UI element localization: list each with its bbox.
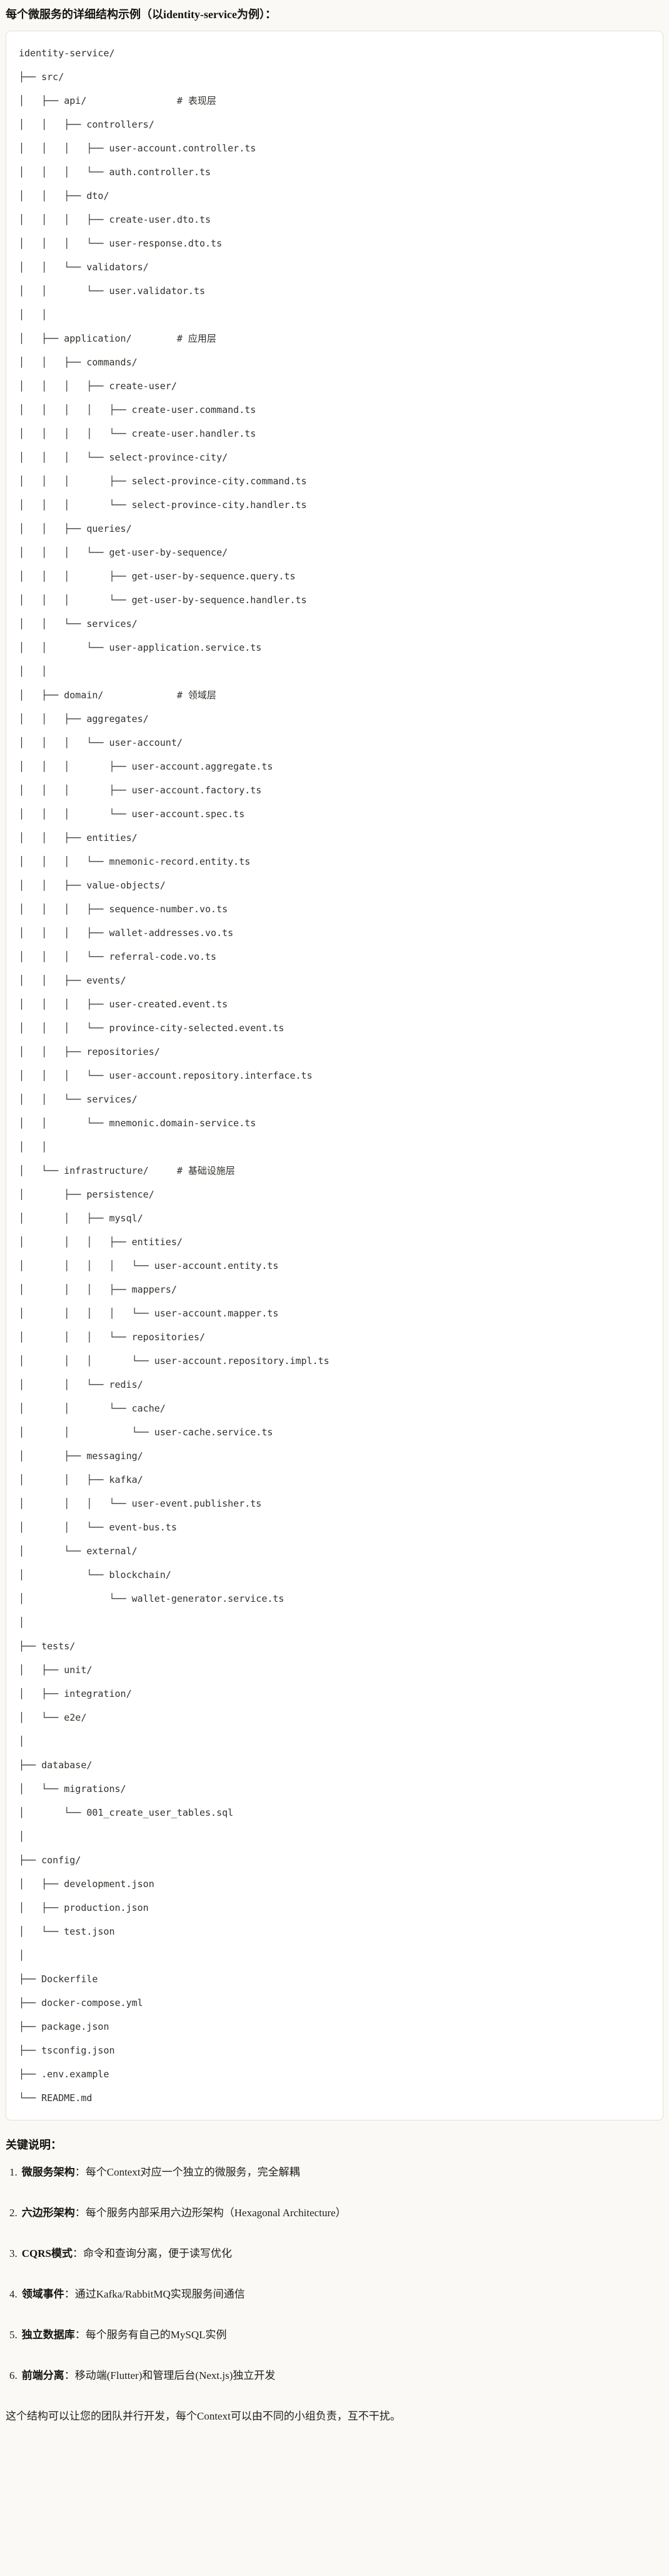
note-desc: ：每个服务有自己的MySQL实例	[74, 2329, 227, 2341]
note-item-hexagonal: 2.六边形架构：每个服务内部采用六边形架构（Hexagonal Architec…	[9, 2204, 663, 2221]
note-number: 4.	[9, 2288, 18, 2300]
note-term: CQRS模式	[21, 2248, 73, 2259]
notes-heading: 关键说明：	[6, 2139, 62, 2151]
note-number: 2.	[9, 2207, 18, 2219]
note-term: 六边形架构	[21, 2207, 75, 2219]
note-desc: ：通过Kafka/RabbitMQ实现服务间通信	[64, 2288, 245, 2300]
note-number: 6.	[9, 2370, 18, 2381]
note-desc: ：移动端(Flutter)和管理后台(Next.js)独立开发	[64, 2370, 276, 2381]
note-desc: ：命令和查询分离，便于读写优化	[72, 2248, 232, 2259]
note-item-cqrs: 3.CQRS模式：命令和查询分离，便于读写优化	[9, 2245, 663, 2262]
directory-tree: identity-service/ ├── src/ │ ├── api/ # …	[19, 48, 329, 2104]
code-block: identity-service/ ├── src/ │ ├── api/ # …	[6, 31, 663, 2120]
note-number: 5.	[9, 2329, 18, 2341]
note-item-independent-db: 5.独立数据库：每个服务有自己的MySQL实例	[9, 2326, 663, 2343]
notes-list: 1.微服务架构：每个Context对应一个独立的微服务，完全解耦 2.六边形架构…	[6, 2164, 663, 2384]
note-term: 微服务架构	[21, 2166, 75, 2178]
note-term: 独立数据库	[21, 2329, 75, 2341]
note-item-domain-events: 4.领域事件：通过Kafka/RabbitMQ实现服务间通信	[9, 2286, 663, 2303]
page-title: 每个微服务的详细结构示例（以identity-service为例）：	[6, 8, 276, 21]
note-number: 1.	[9, 2166, 18, 2178]
note-desc: ：每个Context对应一个独立的微服务，完全解耦	[74, 2166, 300, 2178]
note-term: 前端分离	[21, 2370, 64, 2381]
note-term: 领域事件	[21, 2288, 64, 2300]
note-item-microservice: 1.微服务架构：每个Context对应一个独立的微服务，完全解耦	[9, 2164, 663, 2181]
note-item-frontend-separation: 6.前端分离：移动端(Flutter)和管理后台(Next.js)独立开发	[9, 2367, 663, 2384]
document-body: 每个微服务的详细结构示例（以identity-service为例）： ident…	[6, 8, 663, 2422]
note-desc: ：每个服务内部采用六边形架构（Hexagonal Architecture）	[74, 2207, 346, 2219]
note-number: 3.	[9, 2248, 18, 2259]
closing-paragraph: 这个结构可以让您的团队并行开发，每个Context可以由不同的小组负责，互不干扰…	[6, 2410, 401, 2422]
